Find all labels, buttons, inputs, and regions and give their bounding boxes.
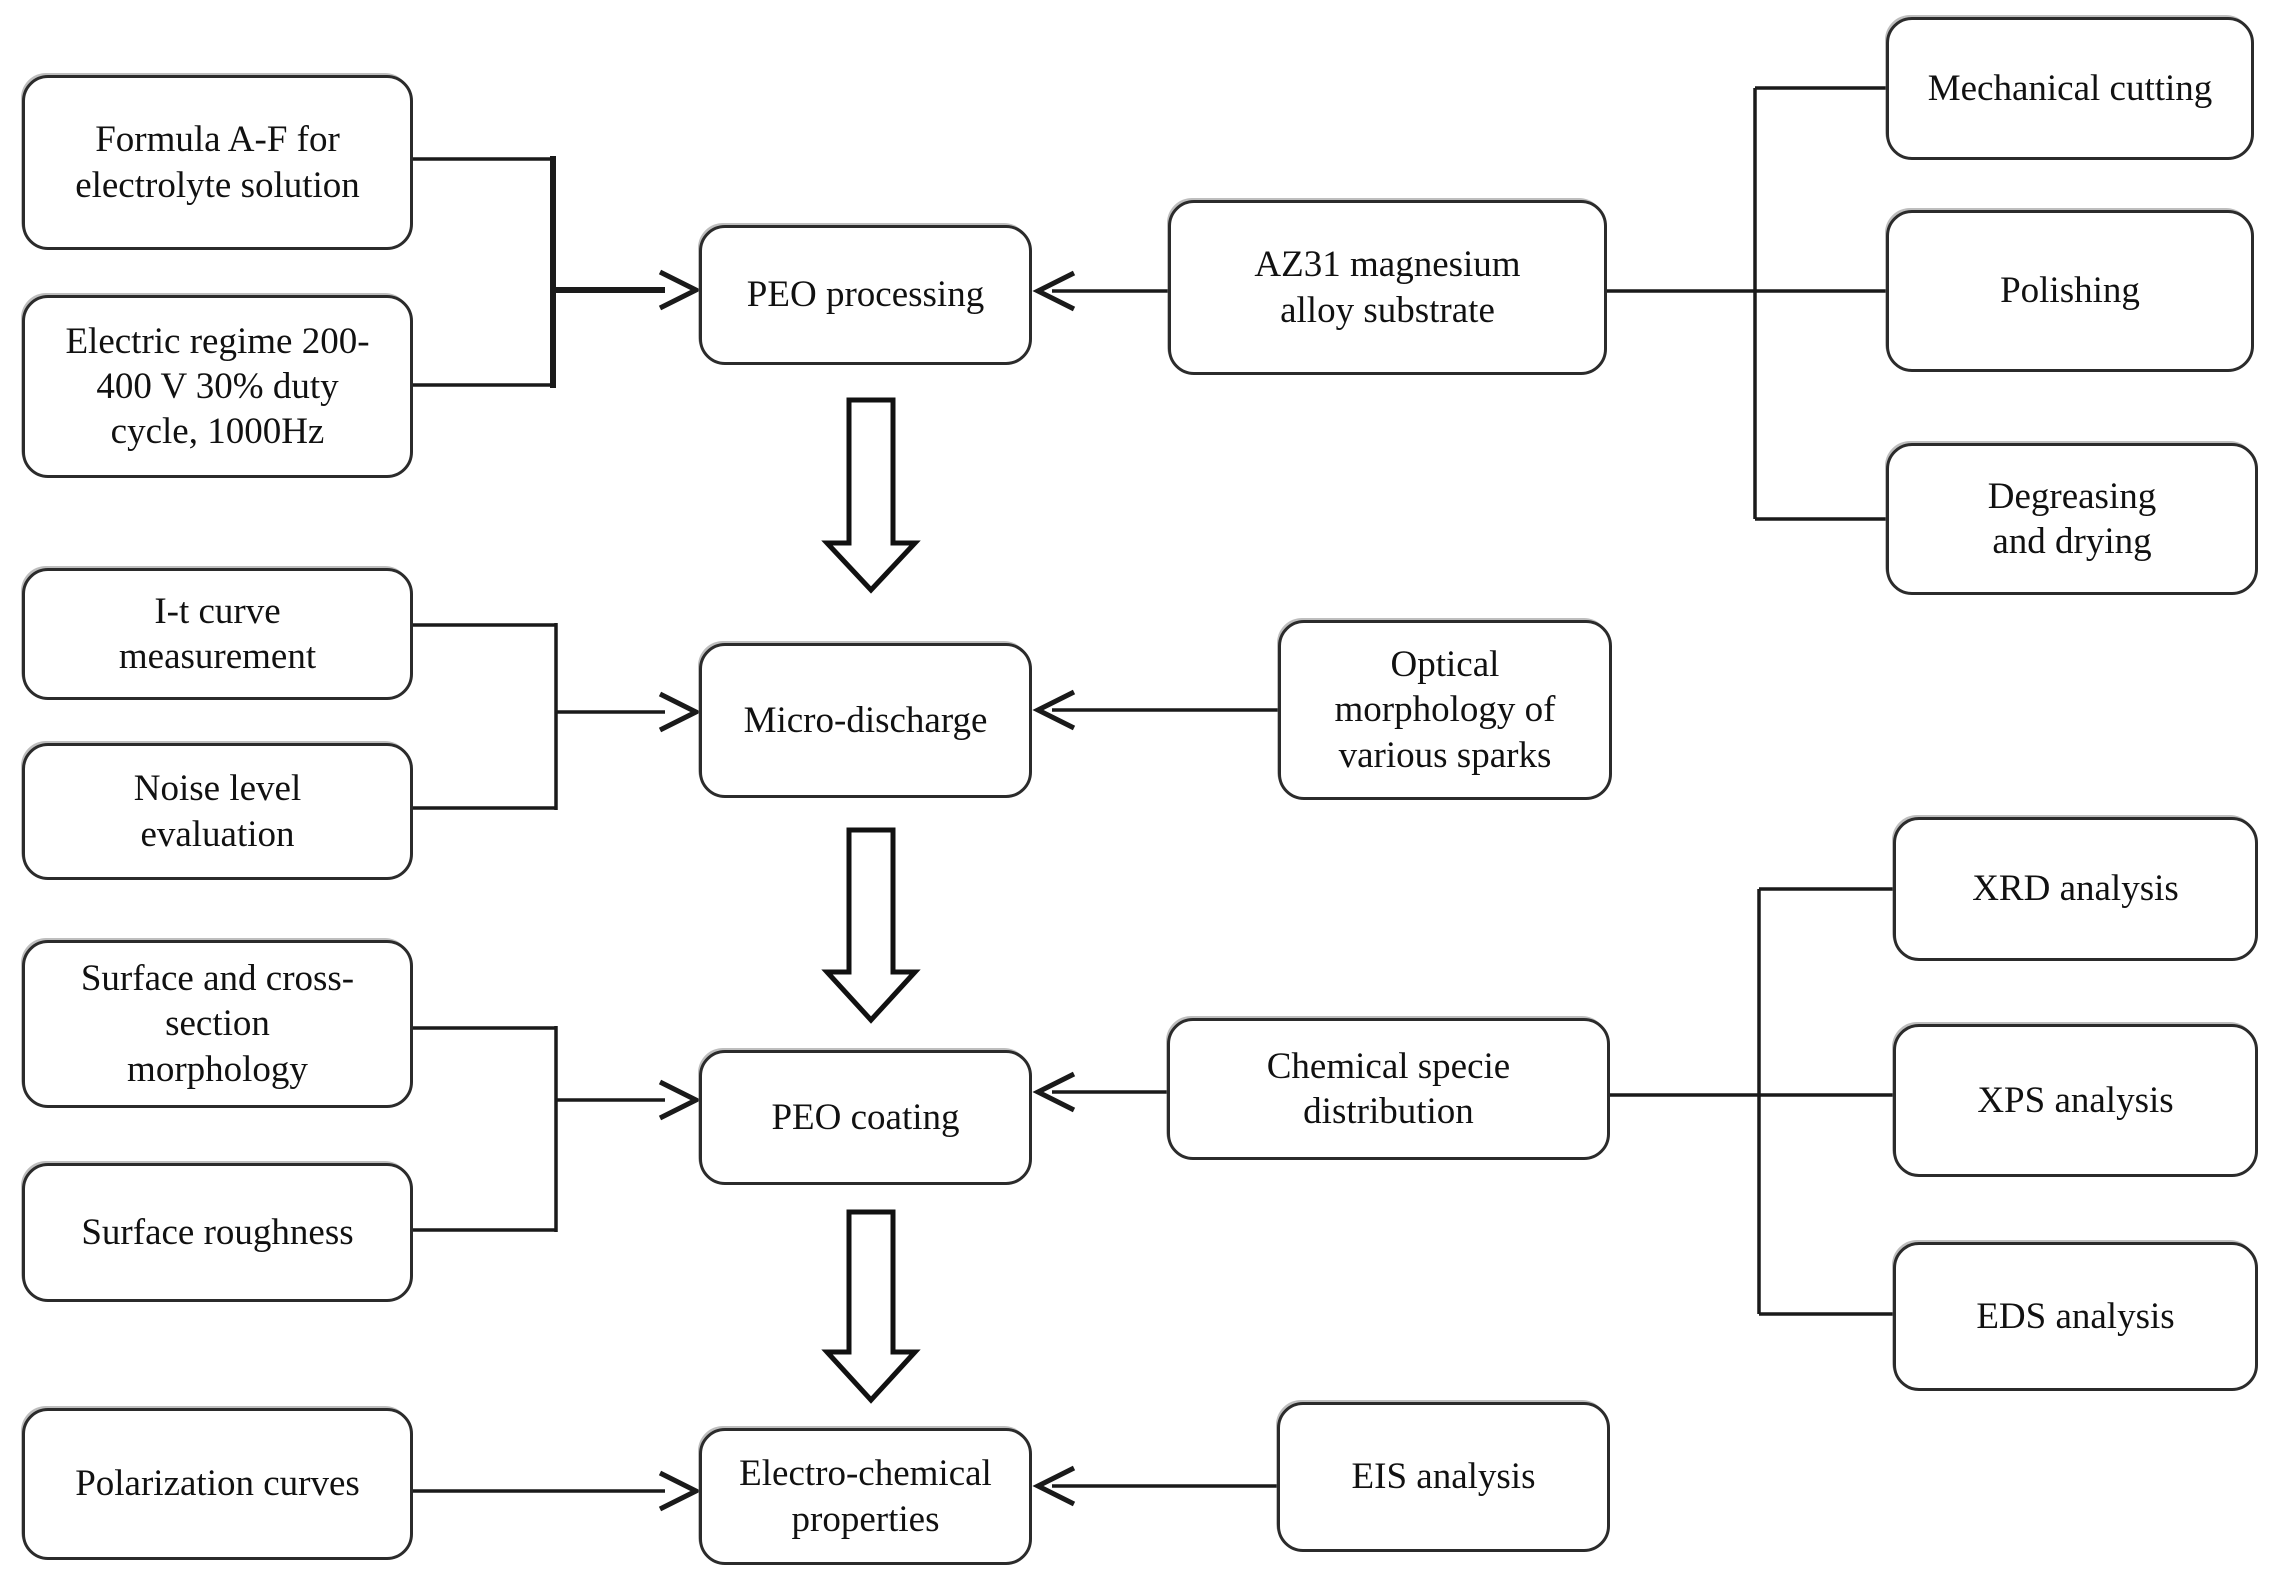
- arrowhead-right-icon: [658, 1079, 702, 1121]
- node-xrd-analysis-label: XRD analysis: [1972, 868, 2179, 910]
- node-polarization-curves: Polarization curves: [22, 1408, 413, 1560]
- node-surface-roughness-label: Surface roughness: [81, 1211, 354, 1253]
- node-formula-label: Formula A-F for electrolyte solution: [75, 119, 360, 206]
- node-electric-regime-label: Electric regime 200- 400 V 30% duty cycl…: [65, 320, 370, 453]
- node-optical-morphology-label: Optical morphology of various sparks: [1334, 644, 1556, 776]
- node-surface-roughness: Surface roughness: [22, 1163, 413, 1302]
- node-eds-analysis: EDS analysis: [1893, 1242, 2258, 1391]
- node-it-curve: I-t curve measurement: [22, 568, 413, 700]
- node-mechanical-cutting-label: Mechanical cutting: [1927, 67, 2213, 109]
- node-electric-regime: Electric regime 200- 400 V 30% duty cycl…: [22, 295, 413, 478]
- node-optical-morphology: Optical morphology of various sparks: [1278, 620, 1612, 800]
- node-az31-substrate-label: AZ31 magnesium alloy substrate: [1254, 244, 1521, 331]
- node-it-curve-label: I-t curve measurement: [118, 590, 317, 677]
- node-peo-coating: PEO coating: [699, 1050, 1032, 1185]
- connector-lines: [413, 86, 1893, 1493]
- node-micro-discharge-label: Micro-discharge: [743, 699, 988, 741]
- node-peo-coating-label: PEO coating: [771, 1096, 960, 1138]
- node-mechanical-cutting: Mechanical cutting: [1886, 17, 2254, 160]
- node-electro-chemical-properties: Electro-chemical properties: [699, 1428, 1032, 1565]
- node-surface-cross-section: Surface and cross- section morphology: [22, 940, 413, 1108]
- node-peo-processing: PEO processing: [699, 225, 1032, 365]
- node-polarization-curves-label: Polarization curves: [75, 1463, 360, 1505]
- connector-lines-thick: [550, 156, 665, 388]
- node-degreasing-drying: Degreasing and drying: [1886, 443, 2258, 595]
- node-degreasing-drying-label: Degreasing and drying: [1987, 475, 2157, 562]
- node-polishing-label: Polishing: [2000, 270, 2140, 312]
- node-formula: Formula A-F for electrolyte solution: [22, 75, 413, 250]
- node-peo-processing-label: PEO processing: [746, 274, 985, 316]
- block-arrow-down-icon: [821, 397, 921, 594]
- node-noise-level: Noise level evaluation: [22, 743, 413, 880]
- arrowhead-left-icon: [1032, 689, 1076, 731]
- node-eis-analysis: EIS analysis: [1277, 1402, 1610, 1552]
- node-az31-substrate: AZ31 magnesium alloy substrate: [1168, 200, 1607, 375]
- node-chemical-specie-distribution: Chemical specie distribution: [1167, 1018, 1610, 1160]
- arrowheads-left: [1032, 270, 1076, 1507]
- node-chemical-specie-distribution-label: Chemical specie distribution: [1266, 1045, 1511, 1132]
- block-arrows-down: [821, 397, 921, 1404]
- node-xps-analysis-label: XPS analysis: [1977, 1079, 2174, 1121]
- arrowhead-right-icon: [658, 691, 702, 733]
- arrowhead-right-icon: [658, 269, 702, 311]
- arrowhead-left-icon: [1032, 270, 1076, 312]
- block-arrow-down-icon: [821, 827, 921, 1024]
- node-xps-analysis: XPS analysis: [1893, 1024, 2258, 1177]
- node-noise-level-label: Noise level evaluation: [133, 768, 302, 855]
- arrowhead-right-icon: [658, 1470, 702, 1512]
- node-electro-chemical-properties-label: Electro-chemical properties: [739, 1453, 992, 1540]
- node-micro-discharge: Micro-discharge: [699, 643, 1032, 798]
- arrowhead-left-icon: [1032, 1071, 1076, 1113]
- arrowhead-left-icon: [1032, 1465, 1076, 1507]
- node-surface-cross-section-label: Surface and cross- section morphology: [80, 958, 355, 1090]
- node-eds-analysis-label: EDS analysis: [1976, 1295, 2175, 1337]
- node-xrd-analysis: XRD analysis: [1893, 817, 2258, 961]
- node-polishing: Polishing: [1886, 210, 2254, 372]
- block-arrow-down-icon: [821, 1209, 921, 1404]
- node-eis-analysis-label: EIS analysis: [1351, 1456, 1536, 1498]
- arrowheads-right: [658, 269, 702, 1512]
